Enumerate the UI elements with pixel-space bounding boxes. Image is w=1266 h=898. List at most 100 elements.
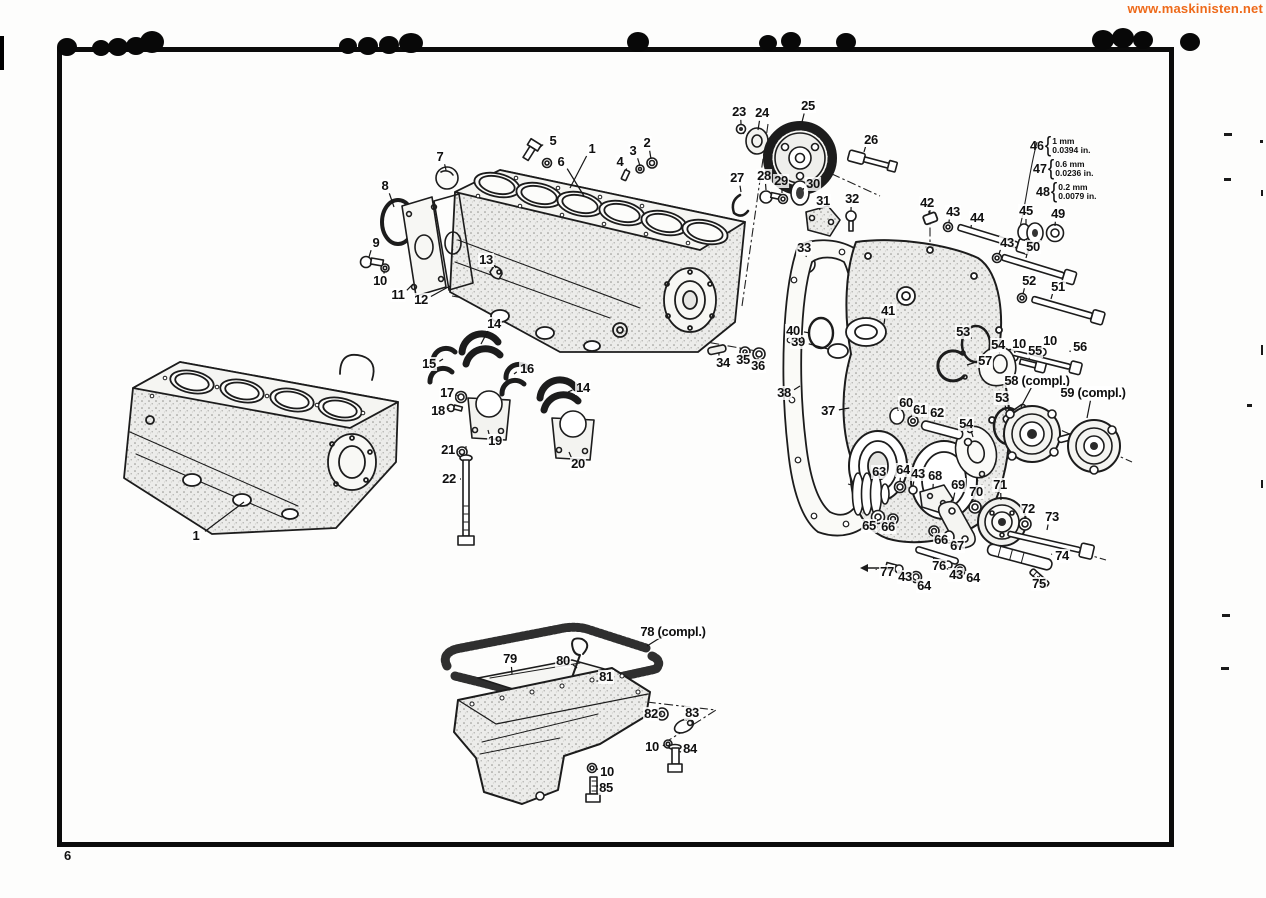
leader-line: [793, 385, 801, 391]
leader-line: [970, 430, 974, 438]
part-callout-25: 25: [800, 98, 816, 113]
part-callout-61: 61: [912, 402, 928, 417]
scan-dot-artifact: [1092, 30, 1114, 50]
scan-dot-artifact: [399, 33, 423, 53]
scan-dot-artifact: [781, 32, 801, 50]
scan-dot-artifact: [836, 33, 856, 51]
margin-mark-artifact: [1224, 178, 1231, 181]
scan-dot-artifact: [1133, 31, 1153, 49]
leader-line: [998, 249, 1002, 255]
part-callout-12: 12: [413, 292, 429, 307]
part-callout-6: 6: [556, 154, 566, 169]
part-callout-43: 43: [948, 567, 964, 582]
cylinder-block-6cyl-drawing: [449, 169, 746, 353]
part-callout-59-compl-: 59 (compl.): [1059, 385, 1127, 400]
part-callout-43: 43: [999, 235, 1015, 250]
part-callout-51: 51: [1050, 279, 1066, 294]
part-callout-36: 36: [750, 358, 766, 373]
part-callout-26: 26: [863, 132, 879, 147]
part-callout-10: 10: [1042, 333, 1058, 348]
scan-dot-artifact: [379, 36, 399, 54]
part-callout-32: 32: [844, 191, 860, 206]
part-callout-67: 67: [949, 538, 965, 553]
leader-line: [1020, 387, 1032, 408]
brace-glyph: {: [1050, 179, 1058, 204]
part-callout-2: 2: [642, 135, 652, 150]
part-callout-79: 79: [502, 651, 518, 666]
part-callout-14: 14: [486, 316, 502, 331]
leader-line: [480, 330, 489, 345]
part-callout-50: 50: [1025, 239, 1041, 254]
part-callout-56: 56: [1072, 339, 1088, 354]
part-callout-18: 18: [430, 403, 446, 418]
part-callout-1: 1: [587, 141, 597, 156]
part-callout-27: 27: [729, 170, 745, 185]
scan-dot-artifact: [358, 37, 378, 55]
page-number: 6: [64, 848, 72, 863]
part-callout-58-compl-: 58 (compl.): [1003, 373, 1071, 388]
part-callout-66: 66: [880, 519, 896, 534]
part-callout-65: 65: [861, 518, 877, 533]
part-callout-53: 53: [994, 390, 1010, 405]
leader-line: [1036, 575, 1039, 578]
part-callout-7: 7: [435, 149, 445, 164]
part-callout-70: 70: [968, 484, 984, 499]
leader-line: [513, 371, 518, 375]
part-callout-29: 29: [773, 173, 789, 188]
part-callout-49: 49: [1050, 206, 1066, 221]
part-callout-54: 54: [990, 337, 1006, 352]
leader-line: [801, 113, 805, 123]
leader-line: [952, 492, 956, 502]
leader-line: [538, 144, 544, 149]
part-callout-77: 77: [879, 564, 895, 579]
spec-leader-curve: [1018, 141, 1038, 232]
part-callout-64: 64: [965, 570, 981, 585]
leader-line: [625, 168, 628, 171]
part-callout-40: 40: [785, 323, 801, 338]
leader-line: [568, 451, 572, 458]
oil-sump-parts: [440, 622, 695, 805]
leader-line: [662, 744, 665, 747]
part-callout-22: 22: [441, 471, 457, 486]
part-callout-43: 43: [897, 569, 913, 584]
leader-line: [838, 407, 850, 411]
part-callout-76: 76: [931, 558, 947, 573]
leader-line: [739, 185, 742, 193]
margin-mark-artifact: [1222, 614, 1230, 617]
scan-dot-artifact: [339, 38, 357, 54]
part-callout-24: 24: [754, 105, 770, 120]
part-callout-39: 39: [790, 334, 806, 349]
part-callout-66: 66: [933, 532, 949, 547]
part-callout-5: 5: [548, 133, 558, 148]
leader-line: [388, 193, 395, 208]
page-border-frame: [57, 47, 1174, 847]
part-callout-19: 19: [487, 433, 503, 448]
leader-line: [430, 285, 451, 298]
brace-glyph: {: [1044, 133, 1052, 158]
scan-dot-artifact: [108, 38, 128, 56]
part-callout-64: 64: [895, 462, 911, 477]
leader-line: [883, 318, 886, 325]
cylinder-block-4cyl-drawing: [123, 353, 399, 535]
part-callout-85: 85: [598, 780, 614, 795]
leader-line: [439, 358, 444, 362]
part-callout-82: 82: [643, 706, 659, 721]
leader-line: [456, 394, 459, 397]
leader-line: [1022, 288, 1025, 295]
part-callout-33: 33: [796, 240, 812, 255]
scan-dot-artifact: [627, 32, 649, 52]
part-callout-57: 57: [977, 353, 993, 368]
leader-line: [1004, 405, 1007, 412]
leader-line: [368, 249, 372, 258]
leader-line: [569, 155, 588, 189]
part-callout-15: 15: [421, 356, 437, 371]
leader-line: [204, 501, 245, 532]
leader-line: [637, 158, 641, 167]
part-callout-64: 64: [916, 578, 932, 593]
part-callout-60: 60: [898, 395, 914, 410]
part-callout-80: 80: [555, 653, 571, 668]
part-callout-3: 3: [628, 143, 638, 158]
block-attachment-parts: [359, 137, 766, 361]
